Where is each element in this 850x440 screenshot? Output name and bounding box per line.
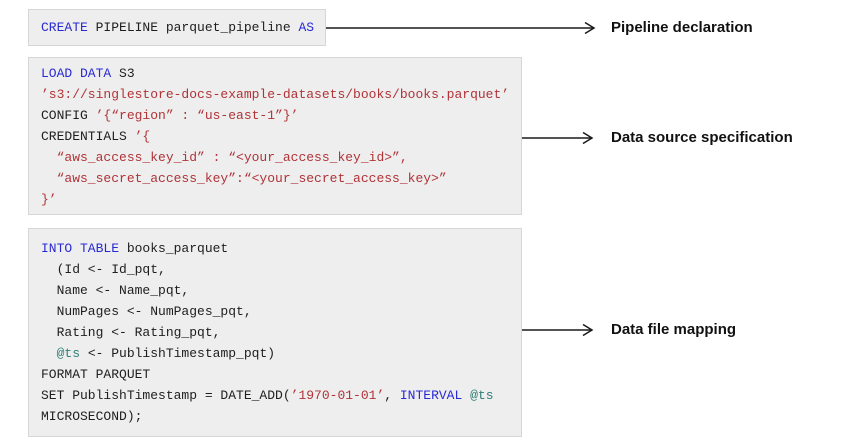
arrow-icon	[326, 21, 596, 35]
code-token-text: S3	[111, 66, 135, 81]
code-line: CREATE PIPELINE parquet_pipeline AS	[41, 17, 315, 38]
code-token-text: SET PublishTimestamp = DATE_ADD(	[41, 388, 291, 403]
code-token-text: (Id <- Id_pqt,	[41, 262, 166, 277]
code-line: LOAD DATA S3	[41, 63, 511, 84]
code-line: Rating <- Rating_pqt,	[41, 322, 511, 343]
code-block-data-file-mapping: INTO TABLE books_parquet (Id <- Id_pqt, …	[28, 228, 522, 437]
code-token-text: NumPages <- NumPages_pqt,	[41, 304, 252, 319]
arrow-icon	[522, 323, 594, 337]
code-token-string: ’{	[134, 129, 151, 144]
annotation-pipeline-declaration: Pipeline declaration	[611, 19, 753, 36]
annotation-data-file-mapping: Data file mapping	[611, 321, 737, 338]
code-line: MICROSECOND);	[41, 406, 511, 427]
code-token-text: ,	[384, 388, 400, 403]
code-line: ’s3://singlestore-docs-example-datasets/…	[41, 84, 511, 105]
code-token-string: “aws_secret_access_key”:“<your_secret_ac…	[41, 171, 447, 186]
code-line: NumPages <- NumPages_pqt,	[41, 301, 511, 322]
code-line: CREDENTIALS ’{	[41, 126, 511, 147]
code-token-keyword: CREATE	[41, 20, 88, 35]
code-token-keyword: INTERVAL	[399, 388, 463, 403]
code-line: “aws_access_key_id” : “<your_access_key_…	[41, 147, 511, 168]
code-line: CONFIG ’{“region” : “us-east-1”}’	[41, 105, 511, 126]
code-token-text: MICROSECOND);	[41, 409, 143, 424]
code-token-text: Rating <- Rating_pqt,	[41, 325, 221, 340]
code-token-string: ’s3://singlestore-docs-example-datasets/…	[41, 87, 510, 102]
code-token-text: CONFIG	[41, 108, 96, 123]
code-token-keyword: AS	[298, 20, 315, 35]
code-line: SET PublishTimestamp = DATE_ADD(’1970-01…	[41, 385, 511, 406]
code-line: (Id <- Id_pqt,	[41, 259, 511, 280]
code-token-variable: @ts	[56, 346, 81, 361]
code-token-keyword: LOAD DATA	[41, 66, 112, 81]
code-line: Name <- Name_pqt,	[41, 280, 511, 301]
code-token-keyword: INTO TABLE	[41, 241, 120, 256]
arrowhead-icon	[582, 131, 594, 145]
code-token-text	[41, 346, 57, 361]
arrowhead-icon	[584, 21, 596, 35]
code-line: INTO TABLE books_parquet	[41, 238, 511, 259]
code-block-pipeline-declaration: CREATE PIPELINE parquet_pipeline AS	[28, 9, 326, 46]
code-token-string: “aws_access_key_id” : “<your_access_key_…	[41, 150, 408, 165]
code-line: @ts <- PublishTimestamp_pqt)	[41, 343, 511, 364]
code-token-string: ’{“region” : “us-east-1”}’	[95, 108, 299, 123]
code-line: “aws_secret_access_key”:“<your_secret_ac…	[41, 168, 511, 189]
code-token-text: Name <- Name_pqt,	[41, 283, 190, 298]
code-line: FORMAT PARQUET	[41, 364, 511, 385]
code-token-text: <- PublishTimestamp_pqt)	[80, 346, 276, 361]
code-token-text: PIPELINE parquet_pipeline	[87, 20, 299, 35]
annotation-data-source-specification: Data source specification	[611, 129, 793, 146]
code-token-text	[462, 388, 470, 403]
code-token-text: FORMAT PARQUET	[41, 367, 151, 382]
arrow-icon	[522, 131, 594, 145]
code-block-data-source-specification: LOAD DATA S3 ’s3://singlestore-docs-examp…	[28, 57, 522, 215]
code-token-variable: @ts	[470, 388, 494, 403]
code-token-text: CREDENTIALS	[41, 129, 135, 144]
code-token-string: ’1970-01-01’	[290, 388, 385, 403]
code-token-text: books_parquet	[119, 241, 229, 256]
code-line: }’	[41, 189, 511, 210]
code-token-string: }’	[41, 192, 57, 207]
arrowhead-icon	[582, 323, 594, 337]
